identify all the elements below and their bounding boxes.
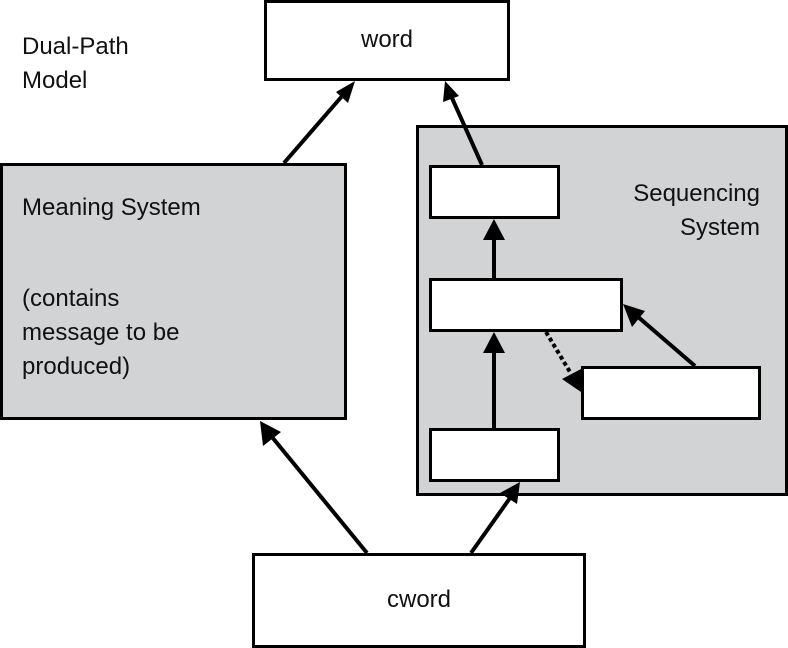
diagram-title: Dual-Path Model xyxy=(22,30,129,98)
seq-middle-box xyxy=(429,278,623,332)
title-line-1: Dual-Path xyxy=(22,33,129,60)
meaning-system-description: (contains message to be produced) xyxy=(22,282,179,384)
arrowhead xyxy=(483,219,505,240)
meaning-system-title: Meaning System xyxy=(22,194,201,221)
meaning-system-node: Meaning System (contains message to be p… xyxy=(0,163,347,420)
word-node: word xyxy=(264,0,510,81)
arrowhead xyxy=(336,81,355,103)
arrowhead xyxy=(443,81,459,102)
dotted-arrow-seqmiddle-to-seqright xyxy=(544,330,572,374)
seq-title-line-1: Sequencing xyxy=(633,180,760,207)
sequencing-system-title: Sequencing System xyxy=(633,177,760,245)
arrowhead xyxy=(500,482,520,504)
seq-bottom-box xyxy=(429,428,560,482)
seq-title-line-2: System xyxy=(679,214,760,241)
arrowhead xyxy=(562,369,581,392)
arrow-seqtop-to-word xyxy=(450,97,484,166)
arrow-meaning-to-word xyxy=(282,93,345,165)
arrowhead xyxy=(483,332,505,353)
cword-node: cword xyxy=(252,553,586,648)
title-line-2: Model xyxy=(22,67,88,94)
seq-top-box xyxy=(429,165,560,219)
word-label: word xyxy=(360,26,414,53)
seq-right-box xyxy=(581,366,761,420)
arrow-cword-to-meaning xyxy=(270,435,369,555)
meaning-desc-line-3: produced) xyxy=(22,353,131,380)
meaning-desc-line-1: (contains xyxy=(22,285,120,312)
arrow-cword-to-seqbottom xyxy=(469,496,512,555)
arrowhead xyxy=(260,421,281,446)
meaning-desc-line-2: message to be xyxy=(22,319,180,346)
arrowhead xyxy=(623,304,645,327)
arrow-seqright-to-seqmiddle xyxy=(635,314,697,368)
cword-label: cword xyxy=(386,586,452,613)
